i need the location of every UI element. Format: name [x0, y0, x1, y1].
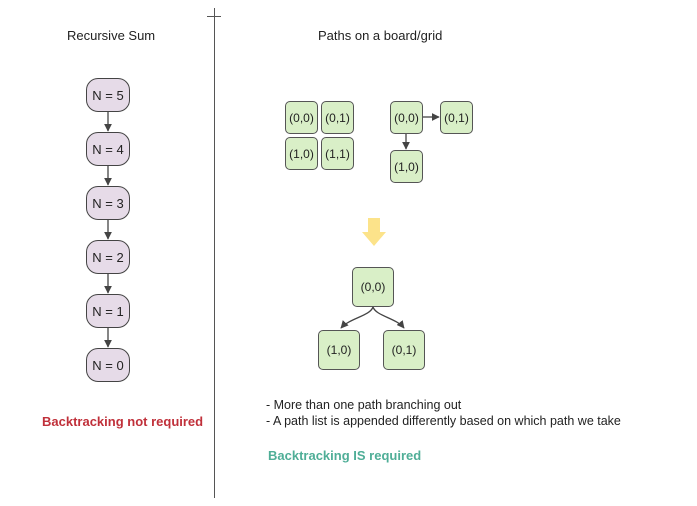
grid-cell-0-0: (0,0): [285, 101, 318, 134]
right-status: Backtracking IS required: [268, 448, 422, 463]
tree-left-child: (1,0): [318, 330, 360, 370]
recursion-node-0: N = 0: [86, 348, 130, 382]
tree-right-child: (0,1): [383, 330, 425, 370]
recursion-node-1: N = 1: [86, 294, 130, 328]
recursion-node-5: N = 5: [86, 78, 130, 112]
note-line-1: - More than one path branching out: [266, 398, 462, 412]
grid-cell-1-0: (1,0): [285, 137, 318, 170]
right-heading: Paths on a board/grid: [318, 28, 443, 43]
grid-cell-0-1: (0,1): [321, 101, 354, 134]
grid-cell-1-1: (1,1): [321, 137, 354, 170]
divider-tick: [207, 16, 221, 17]
path-cell-origin: (0,0): [390, 101, 423, 134]
tree-branch-left: [340, 306, 374, 329]
left-status: Backtracking not required: [42, 414, 204, 429]
recursion-node-4: N = 4: [86, 132, 130, 166]
left-heading: Recursive Sum: [67, 28, 156, 43]
note-line-2: - A path list is appended differently ba…: [266, 414, 621, 428]
down-arrow-icon: [362, 218, 386, 246]
recursion-node-2: N = 2: [86, 240, 130, 274]
tree-branch-right: [372, 306, 405, 329]
path-cell-right: (0,1): [440, 101, 473, 134]
tree-root: (0,0): [352, 267, 394, 307]
path-cell-down: (1,0): [390, 150, 423, 183]
divider-vertical: [214, 8, 215, 498]
recursion-node-3: N = 3: [86, 186, 130, 220]
